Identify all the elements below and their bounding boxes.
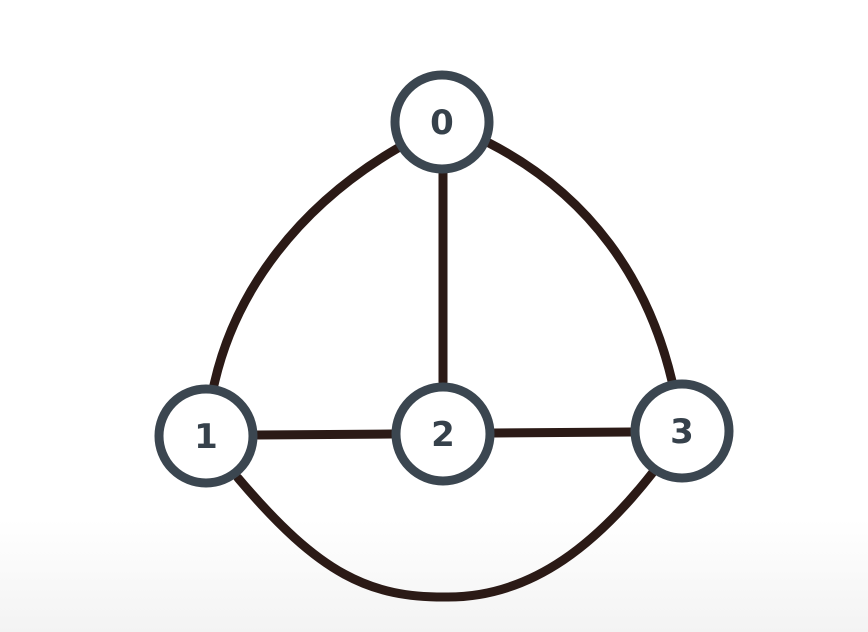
edge-0-1 <box>209 143 403 390</box>
node-0-circle <box>390 70 494 174</box>
edge-1-2 <box>252 429 397 440</box>
node-0-label: 0 <box>430 103 454 143</box>
node-1-label: 1 <box>194 417 218 457</box>
edge-1-3 <box>233 466 659 602</box>
node-3-label: 3 <box>670 412 694 452</box>
node-3[interactable]: 3 <box>630 379 734 483</box>
node-1-circle <box>154 384 258 488</box>
edge-0-3 <box>484 138 677 386</box>
node-3-circle <box>630 379 734 483</box>
node-1[interactable]: 1 <box>154 384 258 488</box>
node-0[interactable]: 0 <box>390 70 494 174</box>
node-2[interactable]: 2 <box>391 382 495 486</box>
node-2-label: 2 <box>431 415 455 455</box>
node-2-circle <box>391 382 495 486</box>
edge-2-3 <box>489 427 636 438</box>
